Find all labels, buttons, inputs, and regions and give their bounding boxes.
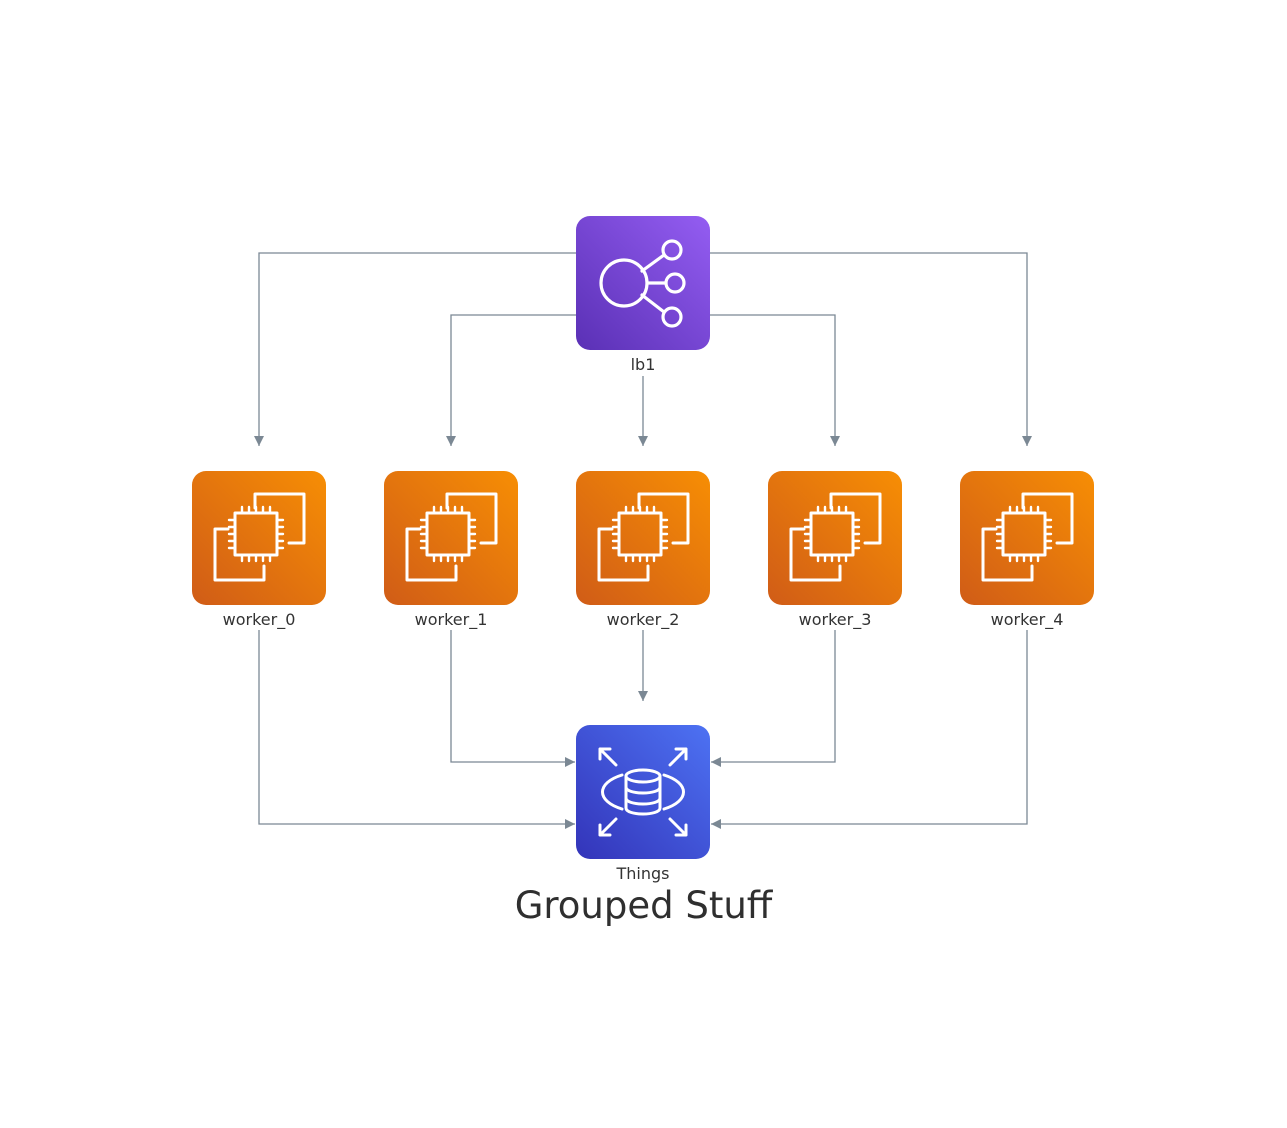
ec2-instances-icon <box>576 471 710 605</box>
edge-worker_1-things <box>450 630 575 767</box>
diagram-title: Grouped Stuff <box>514 884 773 927</box>
rds-database-icon <box>576 725 710 859</box>
node-worker-0[interactable] <box>192 471 326 605</box>
ec2-instances-icon <box>768 471 902 605</box>
ec2-instances-icon <box>960 471 1094 605</box>
node-label-lb1: lb1 <box>630 355 656 374</box>
node-worker-3[interactable] <box>768 471 902 605</box>
edge-lb1-worker_0 <box>254 252 576 446</box>
node-worker-1[interactable] <box>384 471 518 605</box>
node-label-worker-2: worker_2 <box>606 610 680 629</box>
node-things[interactable] <box>576 725 710 859</box>
node-label-worker-0: worker_0 <box>222 610 296 629</box>
node-worker-4[interactable] <box>960 471 1094 605</box>
ec2-instances-icon <box>192 471 326 605</box>
edge-worker_0-things <box>258 630 575 829</box>
node-lb1[interactable] <box>576 216 710 350</box>
edge-lb1-worker_3 <box>710 314 840 446</box>
node-worker-2[interactable] <box>576 471 710 605</box>
edge-worker_4-things <box>711 630 1028 829</box>
node-label-worker-4: worker_4 <box>990 610 1064 629</box>
edge-lb1-worker_4 <box>710 252 1032 446</box>
edge-worker_3-things <box>711 630 836 767</box>
node-label-worker-1: worker_1 <box>414 610 488 629</box>
load-balancer-icon <box>576 216 710 350</box>
ec2-instances-icon <box>384 471 518 605</box>
node-label-things: Things <box>616 864 670 883</box>
edge-lb1-worker_1 <box>446 314 576 446</box>
node-label-worker-3: worker_3 <box>798 610 872 629</box>
